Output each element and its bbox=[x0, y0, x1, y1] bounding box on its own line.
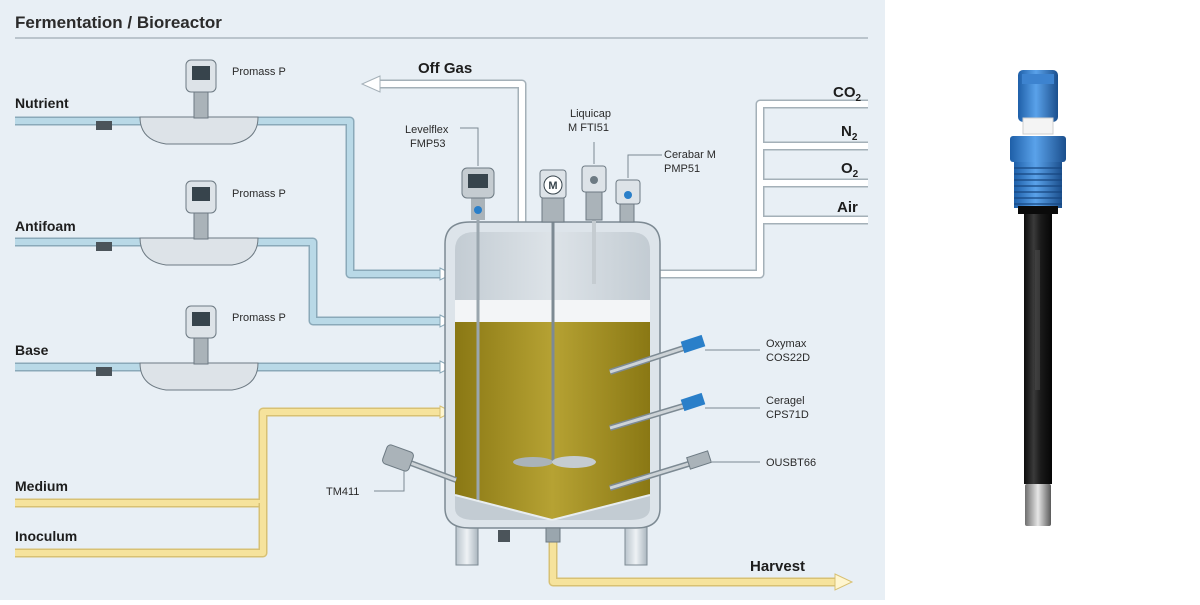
agitator-impeller-icon bbox=[513, 456, 596, 468]
off-gas-label: Off Gas bbox=[418, 60, 472, 77]
leader-lines bbox=[374, 127, 760, 492]
bottom-valve bbox=[545, 527, 561, 543]
liquicap-label: Liquicap bbox=[570, 108, 611, 120]
liquicap-code: M FTI51 bbox=[568, 122, 609, 134]
diagram-title: Fermentation / Bioreactor bbox=[15, 13, 222, 32]
oxymax-probe-icon bbox=[609, 334, 706, 375]
off-gas-arrow-icon bbox=[360, 75, 381, 93]
o2-label: O2 bbox=[841, 160, 859, 180]
n2-label: N2 bbox=[841, 123, 858, 143]
off-gas-pipe bbox=[380, 79, 527, 222]
gas-pipes bbox=[660, 99, 868, 279]
motor-label: M bbox=[548, 180, 557, 192]
inoculum-pipe bbox=[15, 503, 268, 558]
ceragel-code: CPS71D bbox=[766, 409, 809, 421]
base-label: Base bbox=[15, 342, 49, 358]
medium-pipe bbox=[15, 407, 440, 508]
air-label: Air bbox=[837, 199, 858, 216]
promass-2-label: Promass P bbox=[232, 188, 286, 200]
ceragel-label: Ceragel bbox=[766, 395, 805, 407]
tm411-thermometer-icon bbox=[382, 444, 458, 483]
inoculum-label: Inoculum bbox=[15, 528, 77, 544]
levelflex-transmitter-icon bbox=[461, 167, 495, 220]
ceragel-probe-icon bbox=[609, 392, 706, 431]
oxymax-label: Oxymax bbox=[766, 338, 807, 350]
ousbt-probe-icon bbox=[609, 450, 712, 491]
ousbt-label: OUSBT66 bbox=[766, 457, 816, 469]
cerabar-label: Cerabar M bbox=[664, 149, 716, 161]
promass-1-label: Promass P bbox=[232, 66, 286, 78]
harvest-arrow-icon bbox=[834, 573, 854, 591]
liquicap-sensor-icon bbox=[581, 165, 607, 221]
levelflex-code: FMP53 bbox=[410, 138, 445, 150]
flowmeter-2-icon bbox=[96, 180, 259, 266]
harvest-label: Harvest bbox=[750, 558, 805, 575]
agitator-motor-icon: M bbox=[539, 169, 567, 223]
sensor-probe-icon bbox=[1010, 70, 1066, 526]
cerabar-code: PMP51 bbox=[664, 163, 700, 175]
levelflex-label: Levelflex bbox=[405, 124, 449, 136]
drain-port bbox=[498, 530, 510, 542]
nutrient-label: Nutrient bbox=[15, 95, 69, 111]
bioreactor-diagram-svg: Fermentation / Bioreactor bbox=[15, 13, 868, 591]
bioreactor-diagram: Fermentation / Bioreactor bbox=[0, 0, 885, 600]
oxymax-code: COS22D bbox=[766, 352, 810, 364]
cerabar-sensor-icon bbox=[615, 179, 641, 223]
antifoam-label: Antifoam bbox=[15, 218, 76, 234]
co2-label: CO2 bbox=[833, 84, 862, 104]
harvest-pipe bbox=[548, 540, 835, 587]
flowmeter-1-icon bbox=[96, 59, 259, 145]
medium-label: Medium bbox=[15, 478, 68, 494]
promass-3-label: Promass P bbox=[232, 312, 286, 324]
tm411-label: TM411 bbox=[326, 486, 359, 498]
sensor-photo bbox=[885, 0, 1200, 600]
flowmeter-3-icon bbox=[96, 305, 259, 391]
